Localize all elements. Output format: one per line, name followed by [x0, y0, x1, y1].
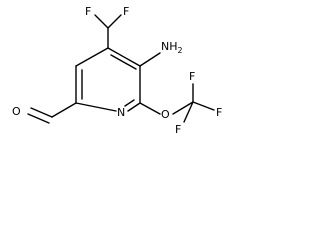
- atom-o-ether: O: [161, 108, 170, 121]
- bond-c2-o: [139, 102, 161, 115]
- atom-nh2-subscript: 2: [178, 46, 183, 55]
- atom-n-ring: N: [117, 106, 125, 119]
- bond-n1-c6: [75, 102, 117, 112]
- bond-c4-c3: [107, 47, 141, 67]
- atom-o-aldehyde: O: [12, 105, 21, 118]
- bond-cf2h-f-right: [107, 14, 122, 29]
- atom-f-cf3-top: F: [189, 70, 195, 83]
- bond-cf3-f-right: [192, 101, 215, 111]
- atom-f-top-right: F: [123, 5, 129, 18]
- bond-cf3-f-left: [183, 101, 194, 123]
- atom-f-cf3-right: F: [216, 106, 222, 119]
- bond-c2-n1-inner: [124, 99, 135, 107]
- bond-c2-n1: [127, 102, 141, 112]
- atom-f-top-left: F: [85, 5, 91, 18]
- bond-cho-o-1: [30, 107, 53, 118]
- structure-diagram: F F NH2 O N O F F F: [12, 5, 223, 136]
- bond-c3-nh2: [139, 52, 161, 67]
- bond-c6-cho: [51, 102, 77, 118]
- bond-cho-o-2: [27, 113, 50, 124]
- atom-nh2: NH2: [161, 40, 183, 55]
- atom-f-cf3-left: F: [175, 123, 181, 136]
- bond-cf2h-f-left: [94, 14, 109, 29]
- atom-nh2-main: NH: [161, 40, 178, 53]
- bond-c4-c3-inner: [110, 54, 137, 70]
- bond-o-cf3: [172, 101, 194, 115]
- bond-c5-c4: [75, 47, 109, 67]
- molecule-drawing: F F NH2 O N O F F F: [12, 5, 222, 136]
